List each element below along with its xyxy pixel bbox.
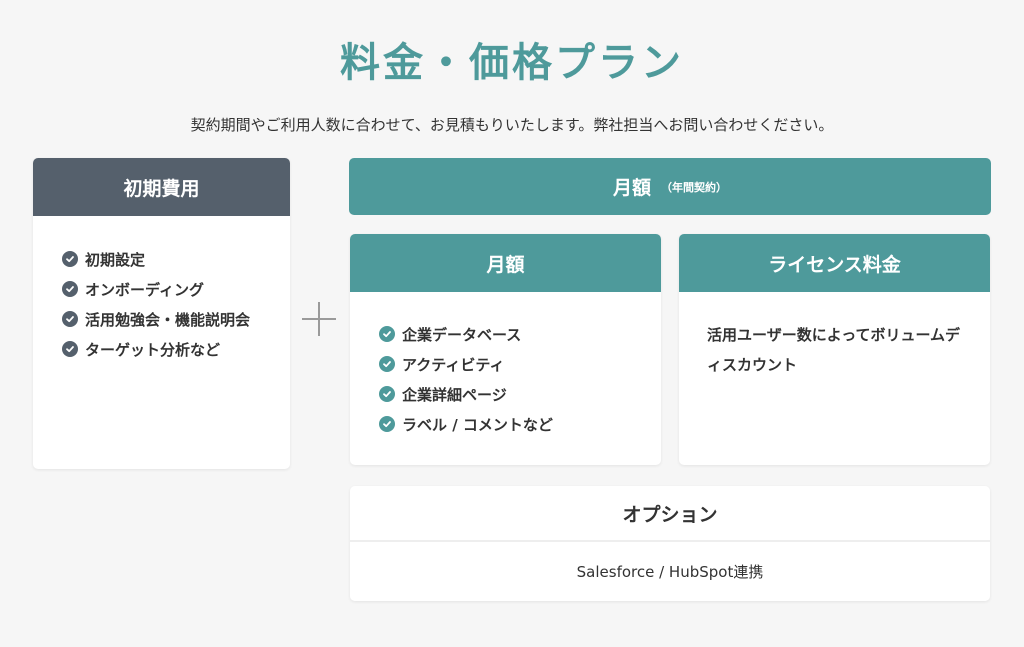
check-circle-icon <box>379 356 395 372</box>
option-card: オプション Salesforce / HubSpot連携 <box>350 486 990 601</box>
monthly-list: 企業データベース アクティビティ 企業詳細ページ ラベル / コメントなど <box>350 292 661 439</box>
check-circle-icon <box>62 281 78 297</box>
list-item: オンボーディング <box>62 274 290 304</box>
license-description: 活用ユーザー数によってボリュームディスカウント <box>707 326 961 374</box>
list-item-label: オンボーディング <box>85 280 204 299</box>
monthly-header: 月額 <box>350 234 661 292</box>
check-circle-icon <box>62 311 78 327</box>
monthly-annual-banner: 月額 （年間契約） <box>349 158 991 215</box>
list-item-label: ラベル / コメントなど <box>402 415 553 434</box>
list-item: ターゲット分析など <box>62 334 290 364</box>
list-item-label: アクティビティ <box>402 355 505 374</box>
list-item: 企業データベース <box>379 319 661 349</box>
initial-fee-list: 初期設定 オンボーディング 活用勉強会・機能説明会 ターゲット分析など <box>33 216 290 364</box>
page-subtitle: 契約期間やご利用人数に合わせて、お見積もりいたします。弊社担当へお問い合わせくだ… <box>190 116 834 134</box>
page-title: 料金・価格プラン <box>340 40 684 86</box>
option-description: Salesforce / HubSpot連携 <box>350 542 990 601</box>
list-item: 初期設定 <box>62 244 290 274</box>
monthly-banner-label: 月額 <box>612 177 651 199</box>
list-item: アクティビティ <box>379 349 661 379</box>
list-item-label: 活用勉強会・機能説明会 <box>85 310 251 329</box>
initial-fee-header: 初期費用 <box>33 158 290 216</box>
option-header: オプション <box>350 486 990 542</box>
initial-fee-card: 初期費用 初期設定 オンボーディング 活用勉強会・機能説明会 ターゲット分析など <box>33 158 290 469</box>
check-circle-icon <box>379 386 395 402</box>
list-item-label: 初期設定 <box>85 250 146 269</box>
monthly-card: 月額 企業データベース アクティビティ 企業詳細ページ ラベル / コメントなど <box>350 234 661 465</box>
license-header: ライセンス料金 <box>679 234 990 292</box>
check-circle-icon <box>379 416 395 432</box>
list-item-label: 企業詳細ページ <box>402 385 507 404</box>
list-item: ラベル / コメントなど <box>379 409 661 439</box>
list-item-label: ターゲット分析など <box>85 340 221 359</box>
list-item: 活用勉強会・機能説明会 <box>62 304 290 334</box>
plus-icon <box>300 300 338 338</box>
license-card: ライセンス料金 活用ユーザー数によってボリュームディスカウント <box>679 234 990 465</box>
monthly-banner-note: （年間契約） <box>661 180 727 194</box>
list-item: 企業詳細ページ <box>379 379 661 409</box>
check-circle-icon <box>62 341 78 357</box>
check-circle-icon <box>379 326 395 342</box>
check-circle-icon <box>62 251 78 267</box>
list-item-label: 企業データベース <box>402 325 522 344</box>
